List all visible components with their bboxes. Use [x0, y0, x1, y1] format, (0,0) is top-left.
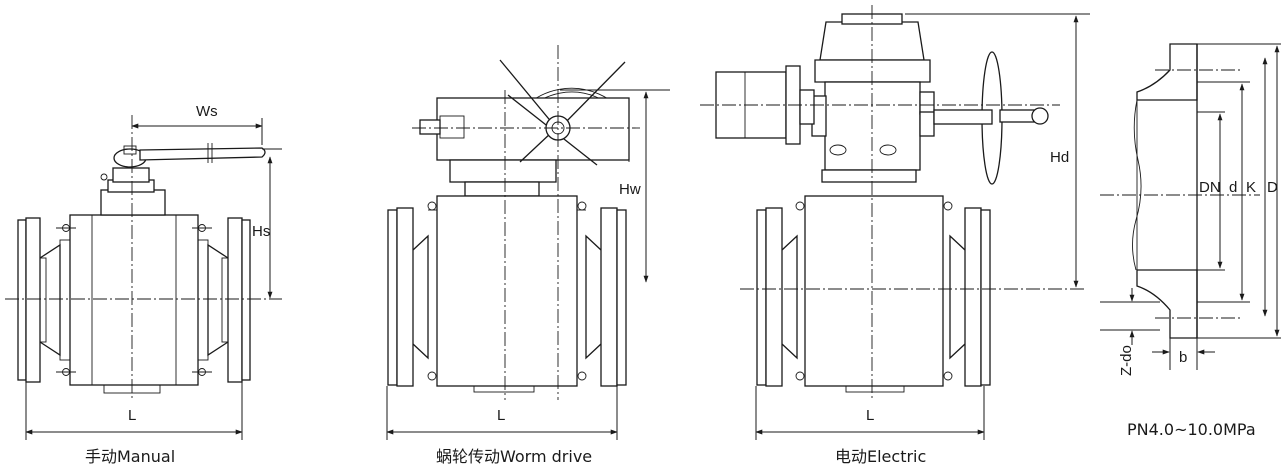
dim-label-l-electric: L [866, 407, 874, 424]
electric-dimensions [755, 13, 1090, 440]
dim-label-ws: Ws [196, 103, 218, 120]
electric-valve-view [700, 5, 1085, 400]
dim-label-hw: Hw [619, 181, 641, 198]
dim-label-k: K [1246, 179, 1256, 196]
dim-label-z-do: Z-do [1118, 345, 1135, 376]
flange-section-view [1100, 43, 1260, 339]
dim-label-hd: Hd [1050, 149, 1069, 166]
dim-label-b: b [1179, 349, 1187, 366]
manual-dimensions [25, 118, 282, 440]
worm-dimensions [386, 89, 670, 440]
manual-valve-view [5, 115, 282, 400]
flange-dimensions [1100, 43, 1281, 370]
caption-pressure-rating: PN4.0~10.0MPa [1127, 420, 1256, 439]
dim-label-l-worm: L [497, 407, 505, 424]
caption-manual: 手动Manual [85, 447, 175, 466]
dim-label-dn: DN [1199, 179, 1221, 196]
dim-label-l-manual: L [128, 407, 136, 424]
caption-electric: 电动Electric [835, 447, 926, 466]
worm-valve-view [387, 45, 640, 400]
dim-label-d-outer: D [1267, 179, 1278, 196]
dim-label-d-small: d [1229, 179, 1237, 196]
caption-worm-drive: 蜗轮传动Worm drive [436, 447, 592, 466]
dim-label-hs: Hs [252, 223, 270, 240]
